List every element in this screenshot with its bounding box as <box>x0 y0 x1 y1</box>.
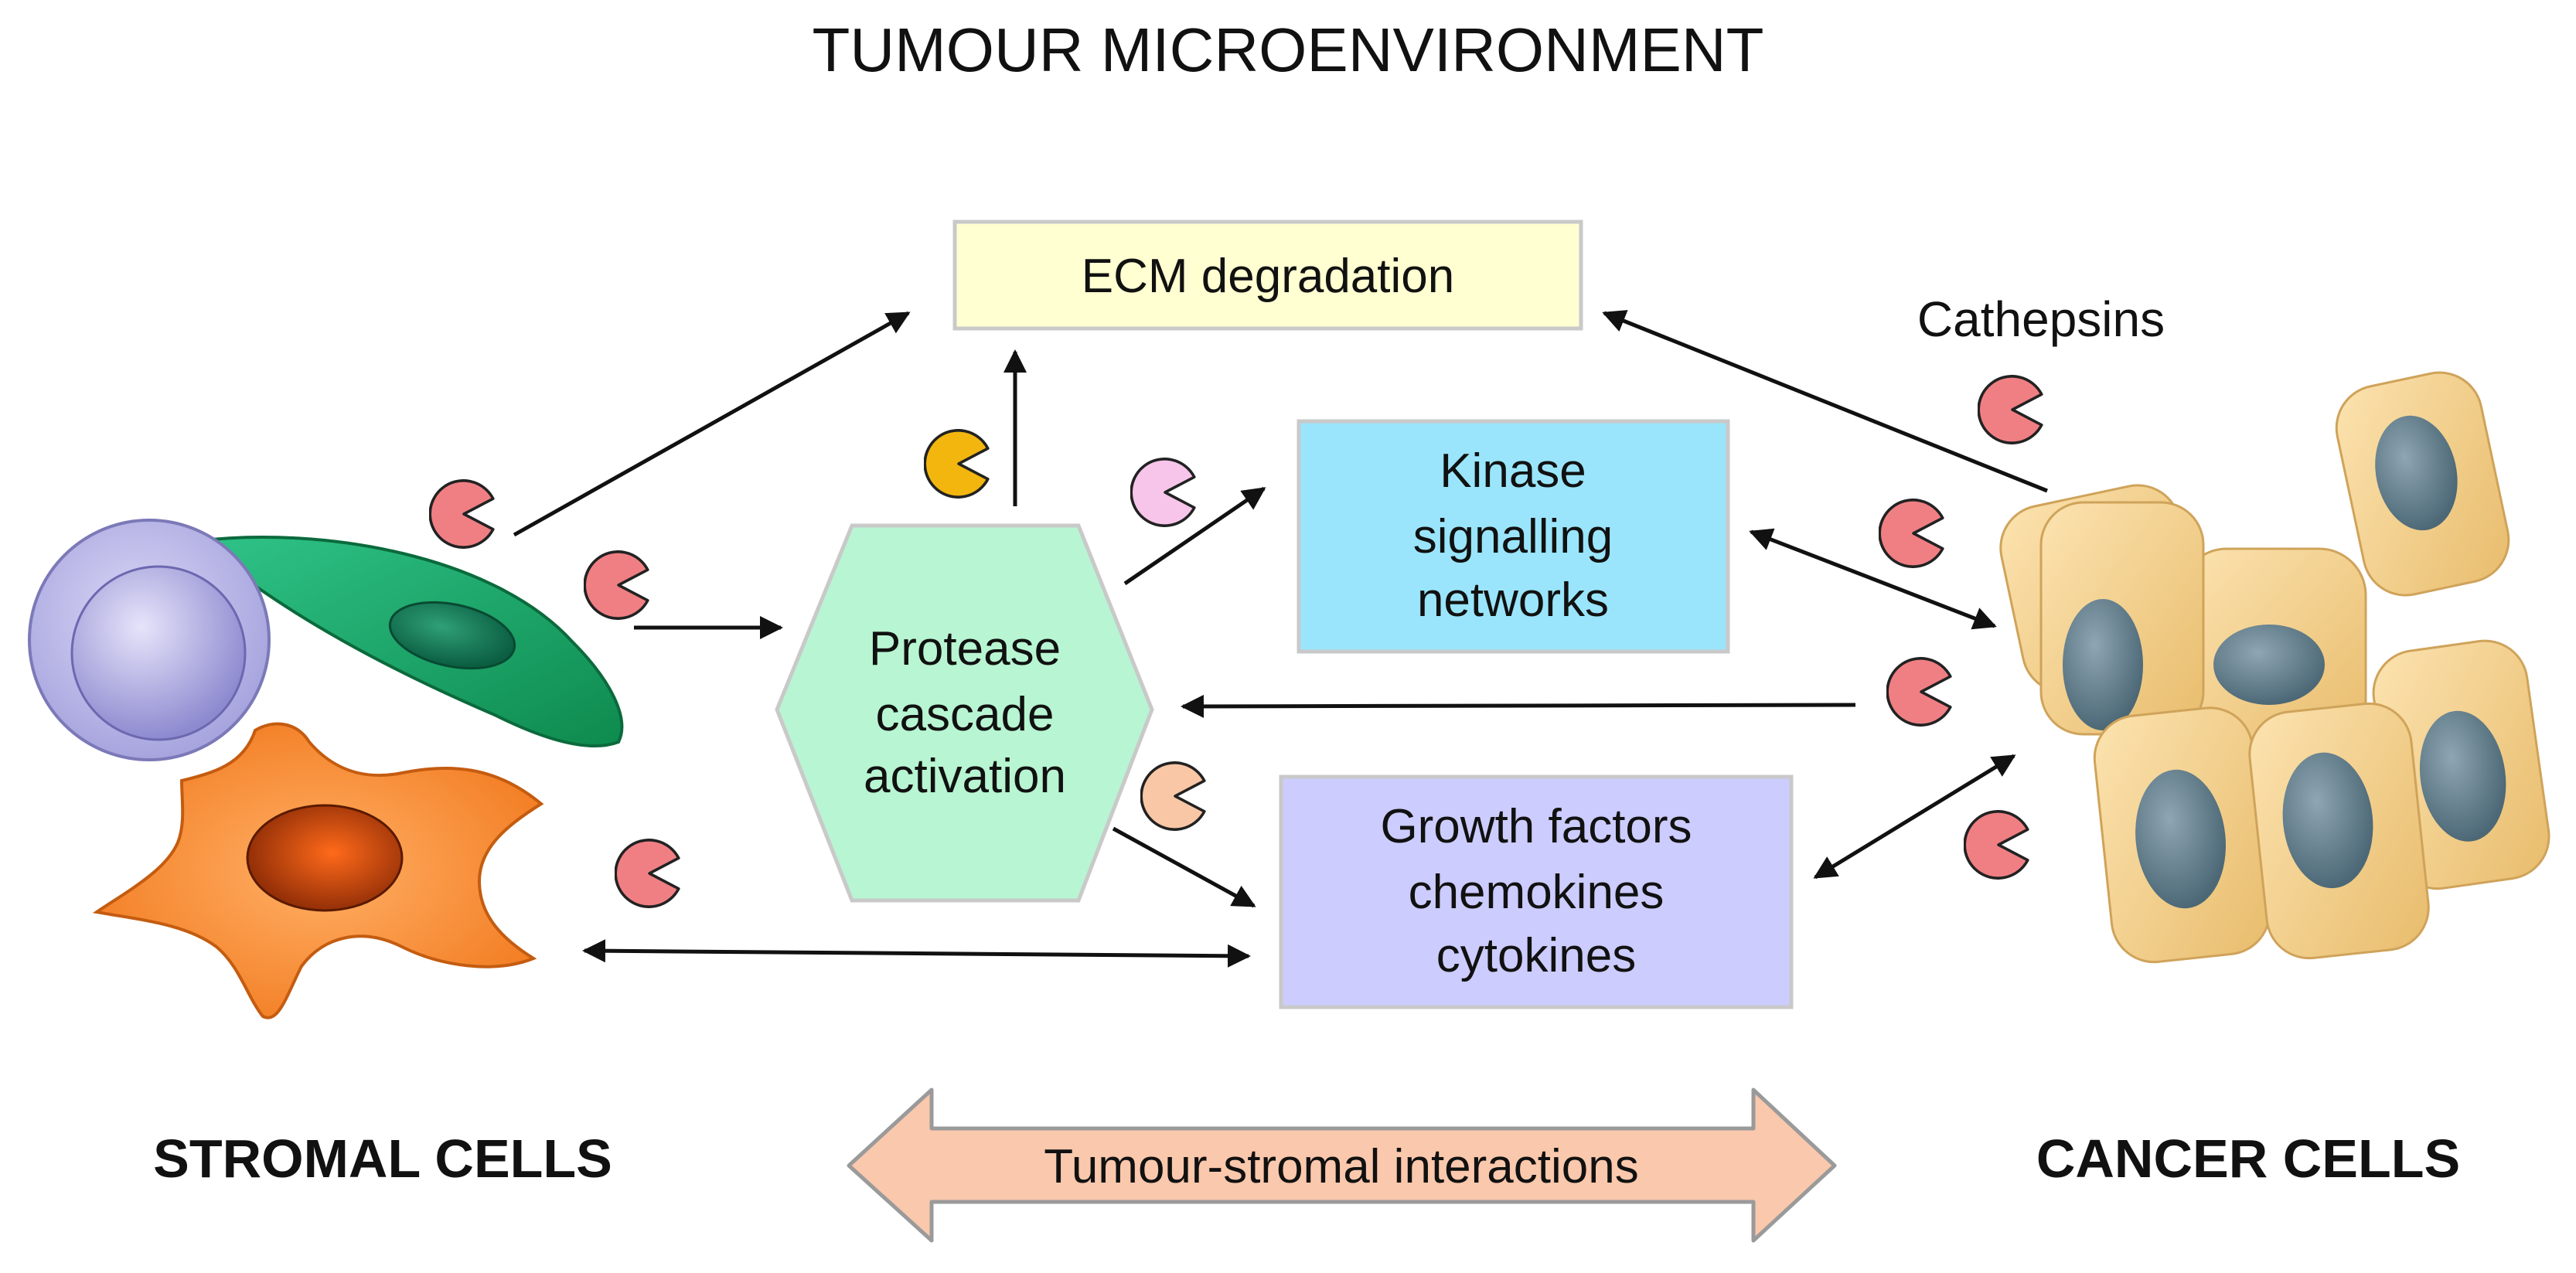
arrow-protease-to-kinase <box>1123 486 1266 586</box>
protease-line-1: Protease <box>869 622 1061 676</box>
growth-line-1: Growth factors <box>1380 800 1692 853</box>
kinase-line-2: signalling <box>1413 510 1613 563</box>
cathepsin-icon <box>1886 657 1952 727</box>
cancer-nucleus-icon <box>2375 415 2458 531</box>
growth-factors-box <box>1279 774 1794 1009</box>
cathepsin-pink-icon <box>1130 458 1196 527</box>
tumour-stromal-interaction-arrow: Tumour-stromal interactions <box>847 1087 1837 1243</box>
arrow-cancer-to-protease <box>1181 694 1856 718</box>
arrow-growth-cancer-bidirectional <box>1813 754 2016 880</box>
cathepsins-label: Cathepsins <box>1917 291 2165 347</box>
protease-line-3: activation <box>864 750 1066 803</box>
cathepsin-icon <box>429 479 495 549</box>
protease-cascade-hexagon <box>775 523 1154 903</box>
arrow-stromal-growth-bidirectional <box>582 939 1251 968</box>
fibroblast-nucleus-icon <box>388 601 516 670</box>
cathepsin-icon <box>1978 375 2043 444</box>
stromal-cells-illustration <box>28 519 624 1019</box>
growth-line-2: chemokines <box>1409 866 1665 919</box>
cathepsin-icon <box>584 550 649 620</box>
cathepsin-icons <box>429 375 2043 908</box>
star-cell-nucleus-icon <box>246 804 404 912</box>
arrow-protease-to-growth <box>1112 826 1256 908</box>
cathepsin-icon <box>1879 499 1944 568</box>
cancer-nucleus-icon <box>2213 625 2325 705</box>
cancer-cells-label: CANCER CELLS <box>2036 1128 2460 1189</box>
ecm-degradation-label: ECM degradation <box>1082 250 1455 303</box>
arrow-stromal-to-ecm <box>513 311 911 537</box>
protease-line-2: cascade <box>876 688 1055 741</box>
kinase-line-3: networks <box>1417 574 1609 627</box>
interaction-double-arrow <box>847 1087 1837 1243</box>
stromal-cells-label: STROMAL CELLS <box>153 1128 612 1189</box>
arrow-kinase-cancer-bidirectional <box>1749 528 1997 630</box>
kinase-signalling-node: Kinase signalling networks <box>1297 419 1730 654</box>
cathepsin-icon <box>615 839 680 908</box>
cancer-nucleus-icon <box>2419 710 2506 842</box>
cancer-cells-illustration <box>1999 371 2550 964</box>
cancer-nucleus-icon <box>2063 599 2143 730</box>
arrow-cancer-to-ecm <box>1602 310 2048 493</box>
interaction-label: Tumour-stromal interactions <box>1044 1140 1639 1193</box>
cathepsin-yellow-icon <box>924 429 990 499</box>
ecm-degradation-box <box>952 220 1583 331</box>
protease-cascade-node: Protease cascade activation <box>775 523 1154 903</box>
kinase-signalling-box <box>1297 419 1730 654</box>
lymphocyte-nucleus-icon <box>70 565 247 741</box>
growth-line-3: cytokines <box>1436 929 1636 982</box>
cathepsin-peach-icon <box>1140 761 1206 831</box>
ecm-degradation-node: ECM degradation <box>952 220 1583 331</box>
kinase-line-1: Kinase <box>1440 444 1586 498</box>
growth-factors-node: Growth factors chemokines cytokines <box>1279 774 1794 1009</box>
cathepsin-icon <box>1964 810 2029 880</box>
cancer-nucleus-icon <box>2135 769 2226 909</box>
diagram-title: TUMOUR MICROENVIRONMENT <box>812 15 1763 84</box>
arrows <box>513 310 2048 968</box>
cancer-nucleus-icon <box>2282 752 2373 889</box>
